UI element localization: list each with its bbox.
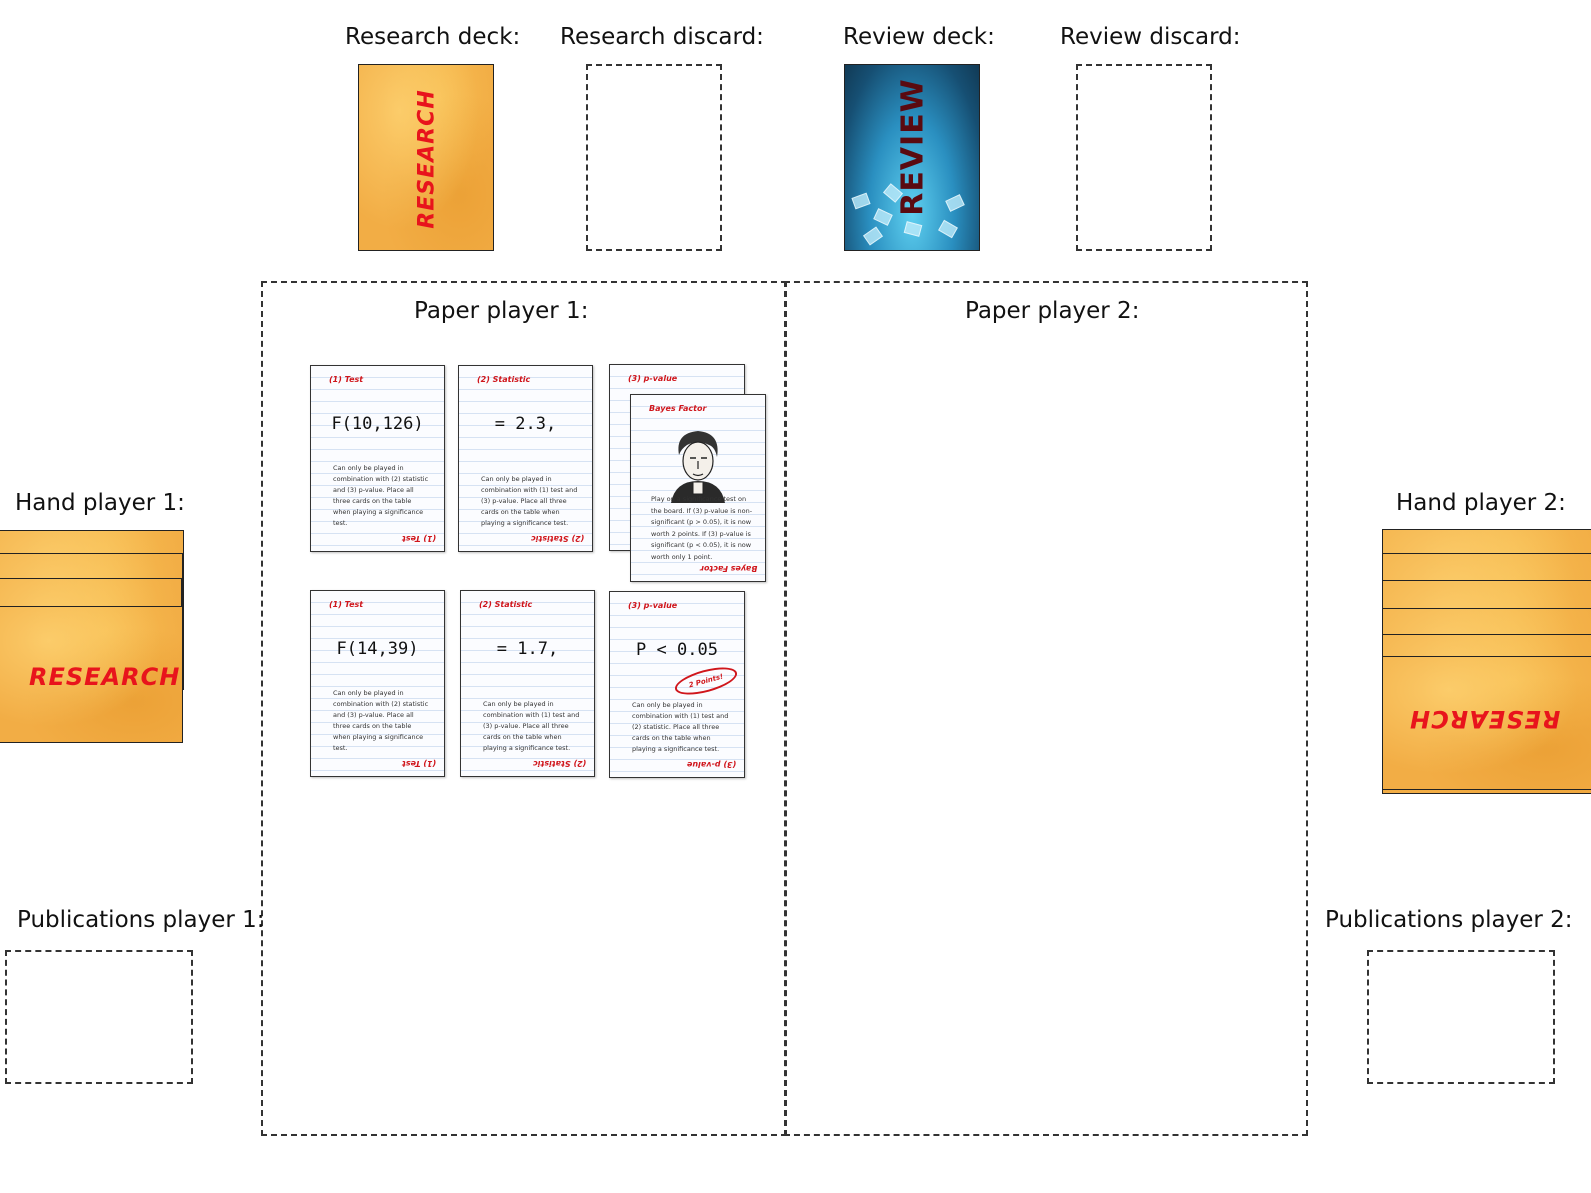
card-value: = 1.7, [496,639,559,659]
statistic-card[interactable]: (2) Statistic = 2.3, Can only be played … [458,365,593,552]
card-footer: (2) Statistic [530,534,584,543]
hand-card[interactable]: RESEARCH [1382,656,1591,790]
card-header: (2) Statistic [479,600,533,609]
publications-player-1-slot[interactable] [5,950,193,1084]
card-header: (1) Test [329,375,364,384]
test-card[interactable]: (1) Test F(10,126) Can only be played in… [310,365,445,552]
card-rule-text: Can only be played in combination with (… [333,689,429,752]
envelope-icon [903,221,923,237]
paper-player-1-label: Paper player 1: [414,298,589,324]
card-footer: (3) p-value [686,760,736,769]
card-footer: Bayes Factor [699,564,757,573]
hand-player-2-label: Hand player 2: [1396,490,1566,516]
bayes-factor-card[interactable]: Bayes Factor Play on a significance test… [630,394,766,582]
review-deck-title: REVIEW [895,78,931,216]
hand-card[interactable]: RESEARCH [0,606,183,743]
card-footer: (1) Test [401,759,436,768]
card-header: Bayes Factor [649,404,707,413]
card-header: (3) p-value [628,374,678,383]
test-card[interactable]: (1) Test F(14,39) Can only be played in … [310,590,445,777]
review-discard-label: Review discard: [1060,24,1241,50]
publications-player-2-label: Publications player 2: [1325,907,1573,933]
publications-player-1-label: Publications player 1: [17,907,265,933]
card-rule-text: Can only be played in combination with (… [333,464,429,527]
paper-area-player-1[interactable] [261,281,787,1136]
research-discard-label: Research discard: [560,24,764,50]
review-deck-label: Review deck: [843,24,995,50]
research-discard-slot[interactable] [586,64,722,251]
review-discard-slot[interactable] [1076,64,1212,251]
card-footer: (2) Statistic [532,759,586,768]
envelope-icon [938,219,958,239]
review-deck[interactable]: REVIEW [844,64,980,251]
card-value: P < 0.05 [636,640,718,660]
publications-player-2-slot[interactable] [1367,950,1555,1084]
card-value: F(14,39) [336,639,419,659]
p-value-card[interactable]: (3) p-value P < 0.05 2 Points! Can only … [609,591,745,778]
statistic-card[interactable]: (2) Statistic = 1.7, Can only be played … [460,590,595,777]
envelope-icon [863,226,883,246]
card-footer: (1) Test [401,534,436,543]
paper-player-2-label: Paper player 2: [965,298,1140,324]
research-card-title: RESEARCH [1409,705,1561,733]
card-rule-text: Can only be played in combination with (… [632,701,729,753]
research-deck-label: Research deck: [345,24,521,50]
research-deck[interactable]: RESEARCH [358,64,494,251]
card-value: = 2.3, [494,414,557,434]
envelope-icon [873,208,893,226]
card-rule-text: Can only be played in combination with (… [483,700,580,752]
card-header: (3) p-value [628,601,678,610]
paper-area-player-2[interactable] [784,281,1308,1136]
points-stamp: 2 Points! [672,662,740,700]
card-value: F(10,126) [331,414,424,434]
card-rule-text: Play on a significance test on the board… [651,495,753,561]
envelope-icon [851,192,871,210]
portrait-illustration [671,431,725,503]
hand-player-1-label: Hand player 1: [15,490,185,516]
research-card-title: RESEARCH [29,663,181,691]
card-rule-text: Can only be played in combination with (… [481,475,578,527]
envelope-icon [945,194,965,212]
card-header: (1) Test [329,600,364,609]
research-deck-title: RESEARCH [414,89,440,229]
card-header: (2) Statistic [477,375,531,384]
